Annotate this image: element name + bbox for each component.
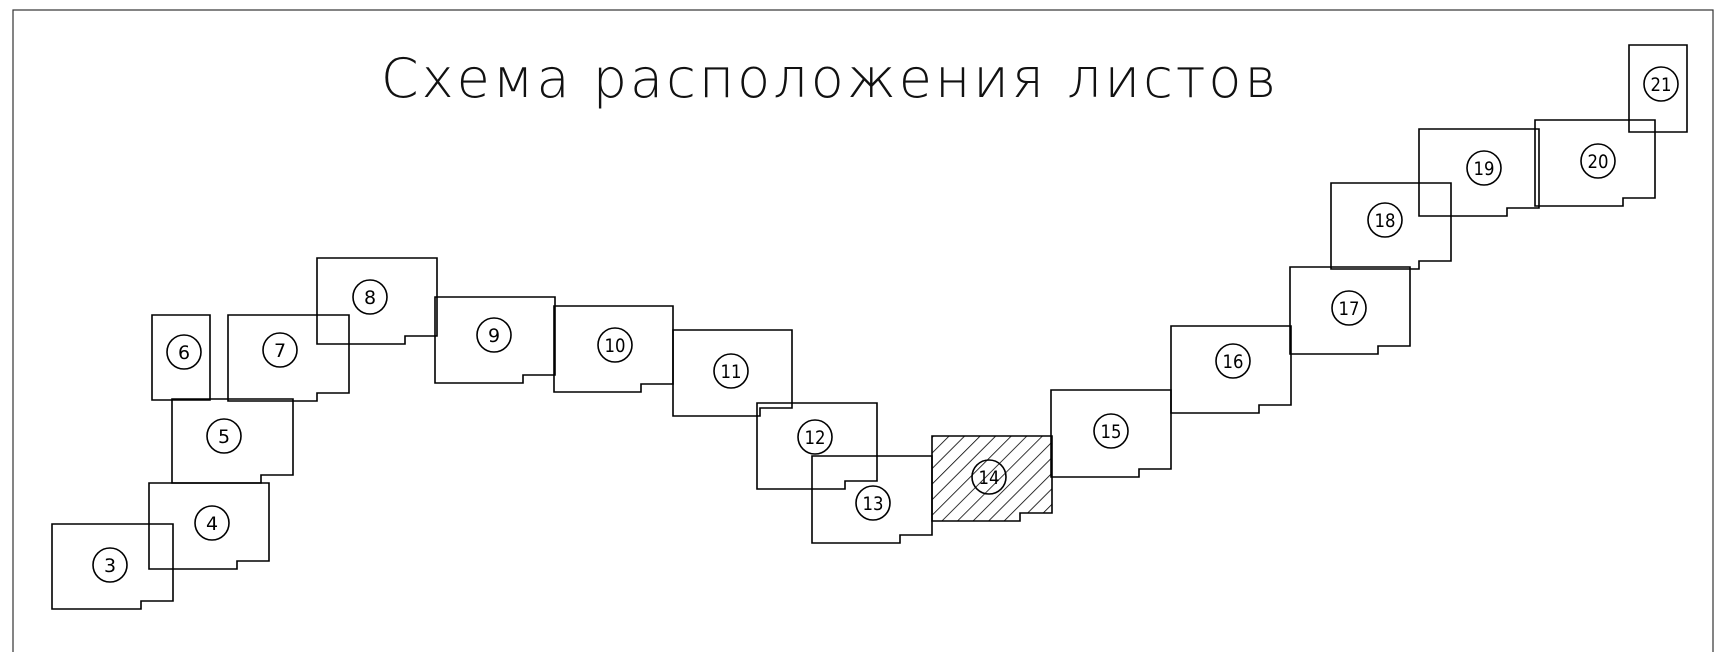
sheet-12[interactable]: 12: [756, 402, 878, 490]
sheet-number-marker: [262, 332, 298, 368]
sheet-number-marker: [166, 334, 202, 370]
sheet-number-label: 6: [178, 342, 190, 364]
sheet-19[interactable]: 19: [1418, 128, 1540, 217]
drawing-frame: [12, 9, 1714, 652]
sheet-outline: [1418, 128, 1540, 217]
sheet-outline: [148, 482, 270, 570]
sheet-outline: [672, 329, 793, 417]
sheet-number-marker: [1093, 413, 1129, 449]
sheet-10[interactable]: 10: [553, 305, 674, 393]
sheet-outline: [316, 257, 438, 345]
sheet-3[interactable]: 3: [51, 523, 174, 610]
sheet-outline: [1628, 44, 1688, 133]
sheet-number-marker: [797, 419, 833, 455]
sheet-outline: [227, 314, 350, 402]
sheet-20[interactable]: 20: [1534, 119, 1656, 207]
sheet-outline: [51, 523, 174, 610]
sheet-number-label: 18: [1375, 210, 1396, 232]
sheet-number-marker: [1580, 143, 1616, 179]
sheet-14[interactable]: 14: [931, 435, 1053, 522]
sheet-number-marker: [1331, 290, 1367, 326]
sheet-outline: [1330, 182, 1452, 270]
sheet-21[interactable]: 21: [1628, 44, 1688, 133]
sheet-number-label: 4: [206, 513, 218, 535]
sheet-number-marker: [476, 317, 512, 353]
sheet-outline: [1534, 119, 1656, 207]
sheet-8[interactable]: 8: [316, 257, 438, 345]
sheet-number-label: 5: [218, 426, 230, 448]
sheet-outline: [171, 398, 294, 484]
sheet-7[interactable]: 7: [227, 314, 350, 402]
sheet-number-label: 11: [721, 361, 742, 383]
sheet-outline: [756, 402, 878, 490]
sheet-number-marker: [971, 459, 1007, 495]
sheet-number-label: 15: [1101, 421, 1122, 443]
sheet-number-label: 10: [605, 335, 626, 357]
sheet-number-marker: [1466, 150, 1502, 186]
sheet-outline: [1289, 266, 1411, 355]
sheet-number-marker: [1643, 66, 1679, 102]
sheet-number-label: 16: [1223, 351, 1244, 373]
sheet-17[interactable]: 17: [1289, 266, 1411, 355]
sheet-outline: [1170, 325, 1292, 414]
sheet-outline: [553, 305, 674, 393]
sheet-number-label: 20: [1588, 151, 1609, 173]
sheet-16[interactable]: 16: [1170, 325, 1292, 414]
sheet-number-label: 17: [1339, 298, 1360, 320]
sheet-outline: [151, 314, 211, 401]
sheet-9[interactable]: 9: [434, 296, 556, 384]
diagram-title: Схема расположения листов: [381, 47, 1279, 110]
sheet-number-label: 9: [488, 325, 500, 347]
sheet-number-label: 21: [1651, 74, 1672, 96]
sheet-number-marker: [855, 485, 891, 521]
sheet-5[interactable]: 5: [171, 398, 294, 484]
sheet-number-marker: [206, 418, 242, 454]
sheet-number-label: 13: [863, 493, 884, 515]
sheet-number-marker: [597, 327, 633, 363]
sheet-number-label: 3: [104, 555, 116, 577]
sheet-number-marker: [352, 279, 388, 315]
sheet-11[interactable]: 11: [672, 329, 793, 417]
sheet-4[interactable]: 4: [148, 482, 270, 570]
sheet-number-marker: [194, 505, 230, 541]
sheet-18[interactable]: 18: [1330, 182, 1452, 270]
sheet-13[interactable]: 13: [811, 455, 933, 544]
sheet-15[interactable]: 15: [1050, 389, 1172, 478]
sheet-number-marker: [1215, 343, 1251, 379]
sheet-number-marker: [92, 547, 128, 583]
sheet-6[interactable]: 6: [151, 314, 211, 401]
sheet-number-label: 8: [364, 287, 376, 309]
sheet-number-label: 19: [1474, 158, 1495, 180]
sheet-number-marker: [1367, 202, 1403, 238]
sheet-number-label: 14: [979, 467, 1000, 489]
sheet-number-label: 12: [805, 427, 826, 449]
sheet-number-label: 7: [274, 340, 286, 362]
sheet-number-marker: [713, 353, 749, 389]
sheet-outline: [931, 435, 1053, 522]
sheets-layer: 3 4 5 6 7 8 9 10 11 12 13 14 15 16 17 18 19 20 21: [51, 44, 1688, 610]
sheet-outline: [434, 296, 556, 384]
